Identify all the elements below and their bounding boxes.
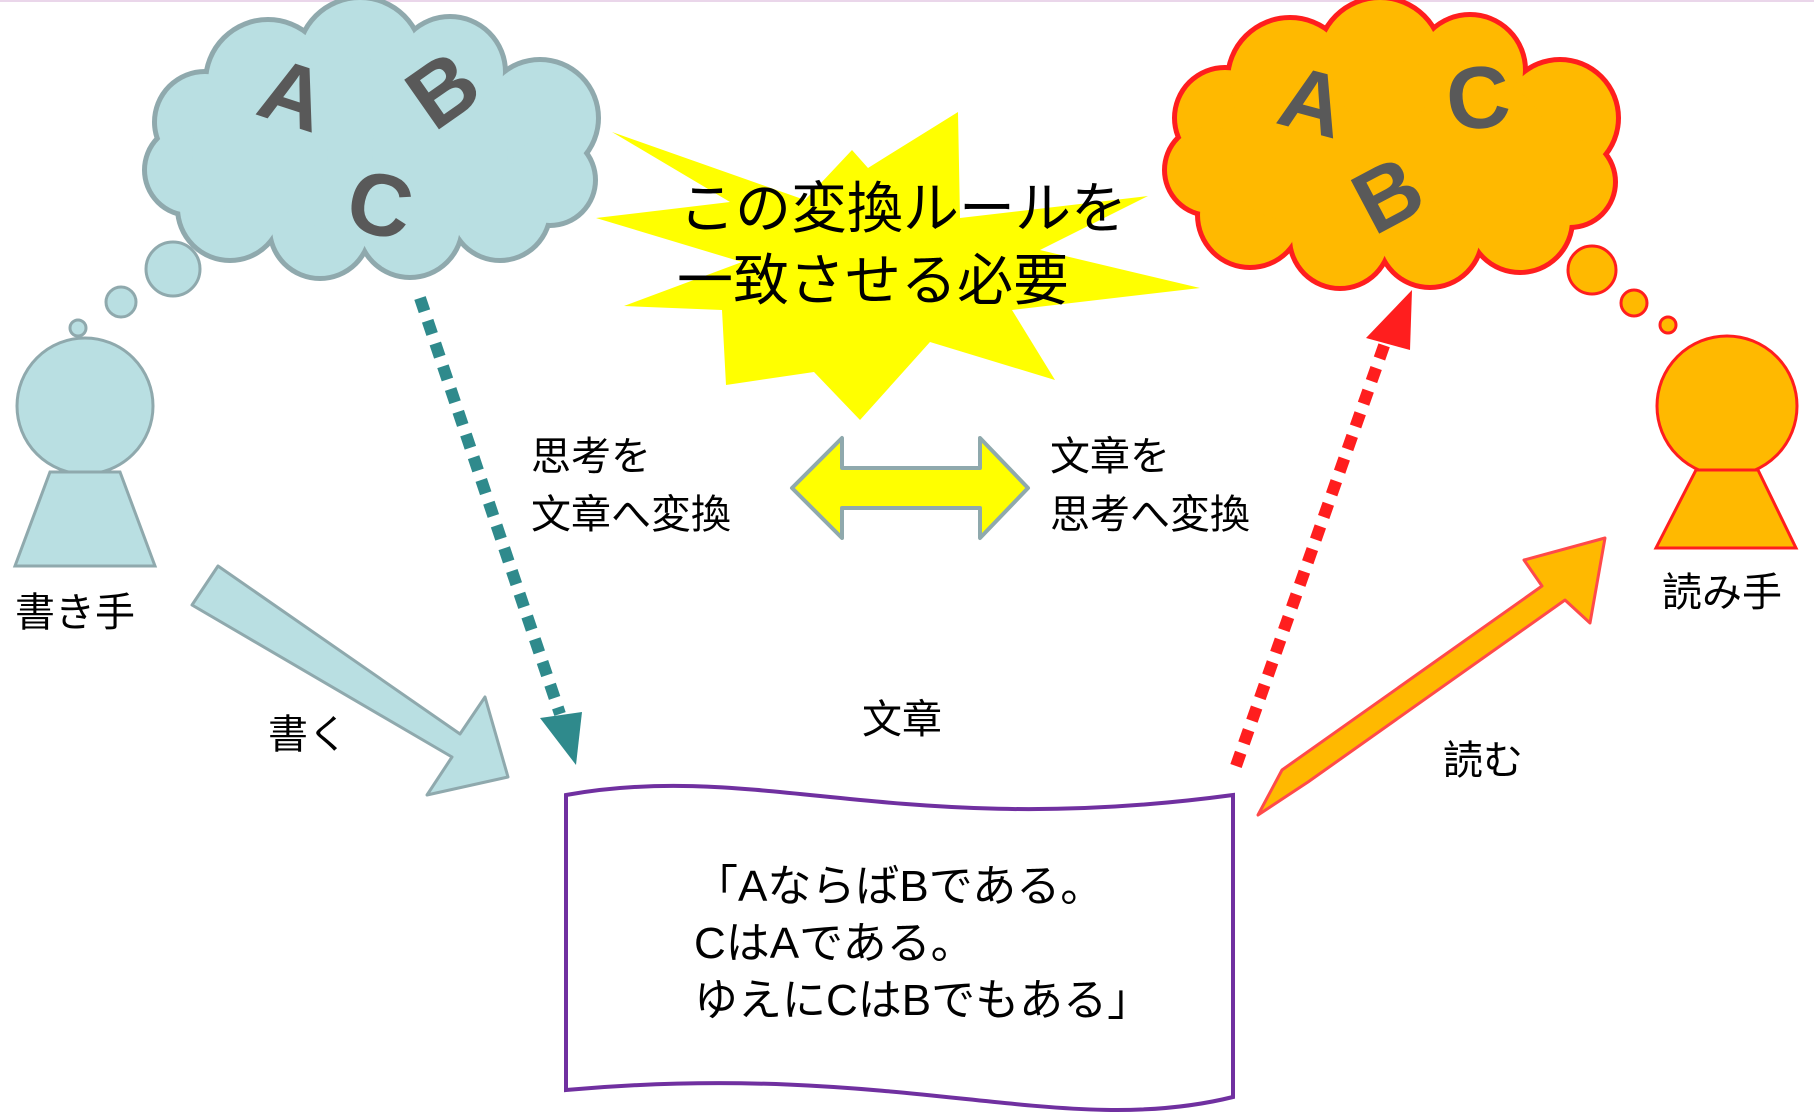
reader-convert-line1: 文章を [1050,434,1170,480]
burst-text-line1: この変換ルールを [679,177,1127,242]
write-label: 書く [268,712,348,758]
writer-head [15,336,155,476]
cloud-lobe-fill [372,82,508,218]
reader-thought-cloud [1162,0,1621,291]
writer-convert-line2: 文章へ変換 [531,492,731,538]
top-border [0,0,1814,2]
cloud-lobe-fill [192,82,328,218]
reader-head [1655,334,1799,478]
cloud-lobe-fill [1410,80,1550,220]
double-arrow [790,436,1030,540]
reader-thought-bubble-small [1658,315,1678,335]
writer-thought-bubble-small [68,318,88,338]
reader-dashed-arrow [1230,338,1392,768]
document-line-2: CはAである。 [694,919,975,968]
writer-convert-line1: 思考を [531,434,651,480]
burst-text-line2: 一致させる必要 [677,249,1069,314]
reader-dashed-arrowhead [1366,290,1412,350]
reader-body [1653,468,1799,550]
cloud-lobe-fill [1220,80,1360,220]
writer-thought-cloud [142,0,601,281]
writer-dashed-arrow [414,296,566,716]
burst-shape [596,112,1200,420]
reader-thought-bubble-large [1566,244,1618,296]
writer-label: 書き手 [15,590,135,636]
document-shape [564,783,1235,1113]
write-arrow [190,564,510,797]
reader-cloud-letter-c: C [1442,45,1514,149]
document-text: 「AならばBである。 CはAである。 ゆえにCはBでもある」 [694,858,1151,1029]
reader-label: 読み手 [1662,570,1782,616]
read-label: 読む [1443,738,1523,784]
writer-thought-bubble-medium [104,285,138,319]
writer-thought-bubble-large [144,240,202,298]
writer-body [12,470,158,568]
writer-dashed-arrowhead [540,712,582,765]
document-line-3: ゆえにCはBでもある」 [694,976,1152,1025]
read-arrow [1256,536,1607,817]
document-line-1: 「AならばBである。 [694,862,1105,911]
reader-convert-line2: 思考へ変換 [1050,492,1250,538]
document-title: 文章 [862,697,942,743]
reader-thought-bubble-medium [1619,288,1649,318]
